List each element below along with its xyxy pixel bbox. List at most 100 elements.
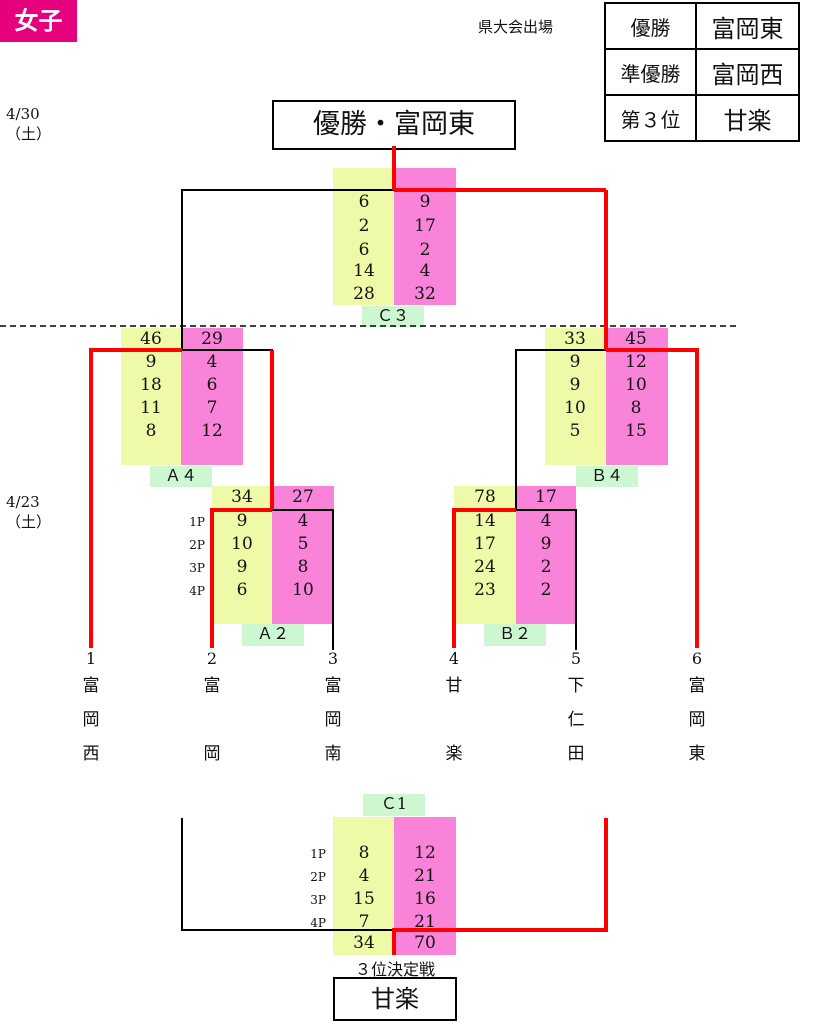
score-cell: 10 bbox=[564, 398, 586, 418]
score-cell: 4 bbox=[206, 352, 218, 372]
date-text: 4/23 bbox=[6, 493, 40, 511]
c3-match-label: Ｃ３ bbox=[362, 306, 424, 327]
total-score: 29 bbox=[201, 329, 223, 349]
score-cell: 15 bbox=[353, 889, 375, 909]
team-name-tomioka: 富 岡 bbox=[197, 669, 227, 771]
score-cell: 5 bbox=[297, 534, 309, 554]
girls-category-label: 女子 bbox=[0, 0, 77, 42]
result-value: 富岡東 bbox=[695, 2, 800, 50]
name-char bbox=[439, 703, 469, 737]
name-char bbox=[197, 703, 227, 737]
a2-match-label: Ａ２ bbox=[242, 624, 304, 646]
score-cell: 4 bbox=[358, 866, 370, 886]
score-cell: 2 bbox=[540, 580, 552, 600]
third-place-winner-box: 甘楽 bbox=[333, 977, 457, 1021]
name-char: 仁 bbox=[567, 710, 585, 730]
score-cell: 23 bbox=[474, 580, 496, 600]
result-row-third: 第３位 甘楽 bbox=[604, 94, 800, 142]
period-label: 3P bbox=[310, 893, 326, 907]
team-number: 1 bbox=[85, 649, 97, 668]
name-char: 南 bbox=[324, 744, 342, 764]
score-cell: 8 bbox=[630, 398, 642, 418]
team-name-shimonita: 下 仁 田 bbox=[561, 669, 591, 771]
score-cell: 17 bbox=[414, 216, 436, 236]
score-cell: 9 bbox=[540, 534, 552, 554]
name-char: 岡 bbox=[324, 710, 342, 730]
team-number: 6 bbox=[691, 649, 703, 668]
score-cell: 8 bbox=[358, 843, 370, 863]
total-score: 78 bbox=[474, 487, 496, 507]
score-cell: 6 bbox=[358, 240, 370, 260]
period-label: 1P bbox=[310, 847, 326, 861]
score-cell: 21 bbox=[414, 912, 436, 932]
prefectural-qualifier-title: 県大会出場 bbox=[478, 18, 554, 36]
weekday-text: （土） bbox=[6, 513, 52, 531]
score-cell: 12 bbox=[414, 843, 436, 863]
score-cell: 28 bbox=[353, 284, 375, 304]
score-cell: 9 bbox=[236, 511, 248, 531]
name-char: 富 bbox=[324, 676, 342, 696]
name-char: 甘 bbox=[445, 676, 463, 696]
result-row-champion: 優勝 富岡東 bbox=[604, 2, 800, 50]
score-cell: 10 bbox=[292, 580, 314, 600]
period-label: 4P bbox=[189, 584, 205, 598]
first-round-date: 4/23 （土） bbox=[6, 492, 51, 532]
name-char: 楽 bbox=[445, 744, 463, 764]
score-cell: 7 bbox=[358, 912, 370, 932]
score-cell: 6 bbox=[206, 375, 218, 395]
score-cell: 10 bbox=[625, 375, 647, 395]
score-cell: 14 bbox=[353, 261, 375, 281]
b4-match-label: Ｂ４ bbox=[576, 466, 638, 487]
team-name-tomioka-nishi: 富 岡 西 bbox=[76, 669, 106, 771]
name-char: 東 bbox=[688, 744, 706, 764]
name-char: 下 bbox=[567, 676, 585, 696]
score-cell: 17 bbox=[474, 534, 496, 554]
period-label: 2P bbox=[189, 538, 205, 552]
period-label: 3P bbox=[189, 561, 205, 575]
result-key: 優勝 bbox=[604, 2, 697, 50]
team-name-tomioka-higashi: 富 岡 東 bbox=[682, 669, 712, 771]
result-value: 富岡西 bbox=[695, 48, 800, 96]
team-number: 5 bbox=[570, 649, 582, 668]
score-cell: 4 bbox=[419, 261, 431, 281]
score-cell: 8 bbox=[297, 557, 309, 577]
b2-match-label: Ｂ２ bbox=[484, 624, 546, 646]
name-char: 西 bbox=[82, 744, 100, 764]
team-number: 4 bbox=[448, 649, 460, 668]
score-cell: 7 bbox=[206, 398, 218, 418]
score-cell: 2 bbox=[358, 216, 370, 236]
score-cell: 9 bbox=[569, 375, 581, 395]
score-cell: 14 bbox=[474, 511, 496, 531]
score-cell: 12 bbox=[201, 421, 223, 441]
total-score: 17 bbox=[535, 487, 557, 507]
name-char: 岡 bbox=[82, 710, 100, 730]
score-cell: 9 bbox=[236, 557, 248, 577]
score-cell: 15 bbox=[625, 421, 647, 441]
name-char: 富 bbox=[82, 676, 100, 696]
score-cell: 9 bbox=[419, 192, 431, 212]
period-label: 4P bbox=[310, 916, 326, 930]
a4-match-label: Ａ４ bbox=[150, 466, 212, 487]
result-value: 甘楽 bbox=[695, 94, 800, 142]
score-cell: 2 bbox=[540, 557, 552, 577]
name-char: 富 bbox=[688, 676, 706, 696]
score-cell: 24 bbox=[474, 557, 496, 577]
score-cell: 21 bbox=[414, 866, 436, 886]
total-score: 45 bbox=[625, 329, 647, 349]
score-cell: 6 bbox=[236, 580, 248, 600]
total-score: 70 bbox=[414, 933, 436, 953]
weekday-text: （土） bbox=[6, 125, 52, 143]
score-cell: 11 bbox=[140, 398, 162, 418]
score-cell: 8 bbox=[145, 421, 157, 441]
period-label: 1P bbox=[189, 515, 205, 529]
result-key: 第３位 bbox=[604, 94, 697, 142]
loser-lines bbox=[181, 189, 606, 931]
score-cell: 32 bbox=[414, 284, 436, 304]
name-char: 岡 bbox=[688, 710, 706, 730]
total-score: 34 bbox=[353, 933, 375, 953]
name-char: 岡 bbox=[203, 744, 221, 764]
c1-left-scores bbox=[333, 817, 394, 955]
total-score: 27 bbox=[292, 487, 314, 507]
score-cell: 6 bbox=[358, 192, 370, 212]
